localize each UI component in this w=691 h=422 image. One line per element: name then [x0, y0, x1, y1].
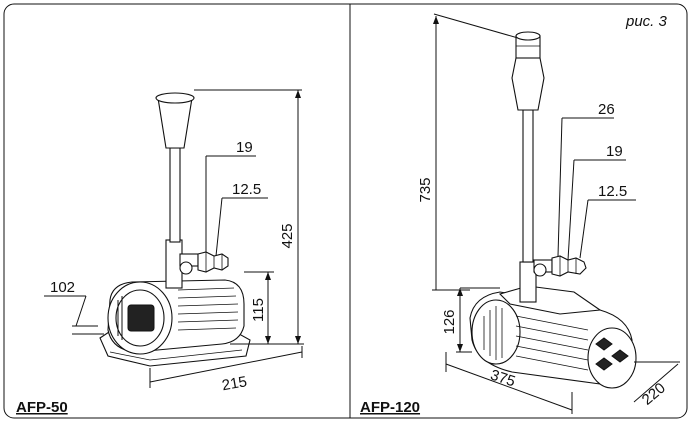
afp50-pump-drawing [99, 92, 251, 367]
right-panel: рис. 3 [360, 13, 680, 416]
afp120-dim-outlet-c: 12.5 [598, 183, 627, 200]
afp50-dim-total-height: 425 [279, 223, 296, 248]
afp120-dim-total-height: 735 [417, 177, 434, 202]
figure-label: рис. 3 [625, 13, 668, 30]
afp120-dim-length: 375 [488, 366, 517, 390]
afp50-dim-width: 215 [221, 373, 249, 394]
afp120-dim-body-height: 126 [441, 309, 458, 334]
afp120-pump-drawing [469, 31, 637, 389]
afp120-model-label: AFP-120 [360, 399, 420, 416]
afp50-model-label: AFP-50 [16, 399, 68, 416]
afp120-dim-outlet-a: 26 [598, 101, 615, 118]
afp50-dim-outlet-a: 19 [236, 139, 253, 156]
diagram-frame [3, 3, 688, 419]
afp120-dim-width: 220 [639, 380, 669, 409]
afp120-dim-outlet-b: 19 [606, 143, 623, 160]
afp120-dimension-lines [432, 13, 680, 414]
afp50-dim-body-height: 115 [250, 298, 267, 322]
afp50-dimension-lines [44, 89, 304, 388]
afp50-dim-outlet-b: 12.5 [232, 181, 261, 198]
left-panel: 425 115 215 102 19 12.5 AFP-50 [16, 89, 304, 416]
afp50-dim-depth: 102 [50, 279, 75, 296]
